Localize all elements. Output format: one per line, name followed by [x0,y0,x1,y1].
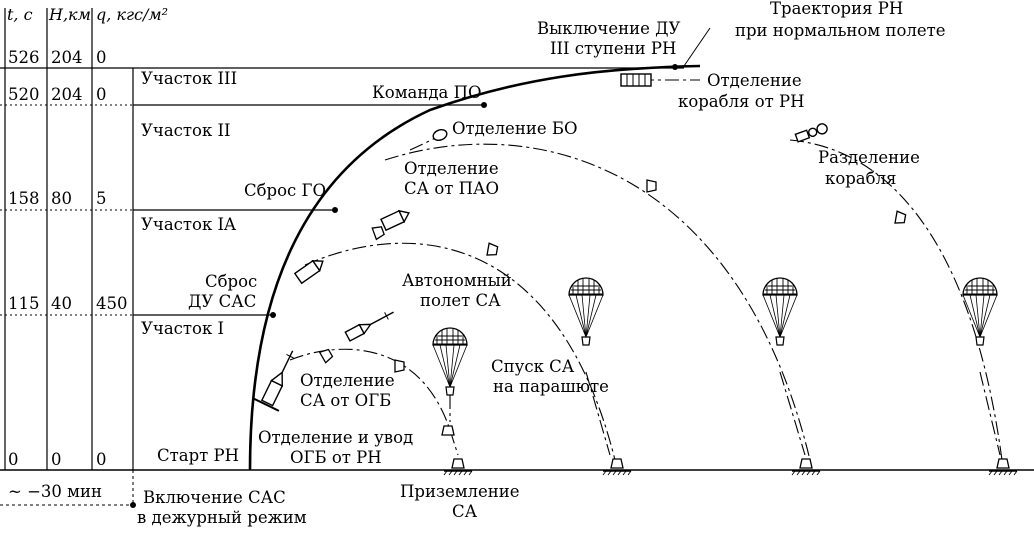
ship-split-label-2: корабля [825,169,896,188]
engine-off-label-2: III ступени РН [550,39,676,58]
q-axis-label: q, кгс/м² [96,5,168,24]
ogb-separation-label-2: ОГБ от РН [290,448,382,467]
sa-ogb-label-1: Отделение [300,371,395,390]
command-po-label: Команда ПО [372,83,482,102]
engine-off-point [672,64,678,70]
row-115-t: 115 [8,294,40,313]
descent-module-icon-1 [319,347,335,364]
ship-separation-label-2: корабля от РН [678,92,805,111]
pre-launch-time: ~ −30 мин [8,482,102,501]
orbital-module-icon [432,129,448,141]
row-526-h: 204 [51,48,83,67]
ogb-separation-label-1: Отделение и увод [258,428,413,447]
landed-capsule-icon-5 [988,458,1018,476]
autonomous-flight-label-1: Автономный [402,271,512,290]
row-158-t: 158 [8,189,40,208]
escape-tower-icon [344,311,394,342]
sa-ogb-label-2: СА от ОГБ [300,391,391,410]
parachute-descent-label-2: на парашюте [493,377,609,396]
row-158-h: 80 [51,189,72,208]
row-115-h: 40 [51,294,72,313]
sa-path-3 [384,143,811,461]
parachute-icon-3 [762,277,798,346]
sa-pao-label-2: СА от ПАО [404,179,499,198]
launch-start-label: Старт РН [157,446,239,465]
row-0-h: 0 [51,450,62,469]
trajectory-label-1: Траектория РН [770,0,903,18]
ship-stack-icon-1 [293,259,324,285]
fairing-jettison-point [332,207,338,213]
sas-standby-label-2: в дежурный режим [137,508,307,527]
ship-separation-label-1: Отделение [707,71,802,90]
row-526-t: 526 [8,48,40,67]
sas-standby-label-1: Включение САС [143,488,286,507]
section-1a-label: Участок IA [141,215,237,234]
trajectory-pointer [683,27,711,67]
autonomous-flight-label-2: полет СА [420,291,501,310]
landed-capsule-icon-4 [791,458,821,476]
t-axis-label: t, с [7,5,33,24]
sa-pao-label-1: Отделение [404,159,499,178]
parachute-descent-label-1: Спуск СА [491,357,575,376]
escape-jettison-label-1: Сброс [205,272,257,291]
row-520-t: 520 [8,85,40,104]
row-0-q: 0 [96,450,107,469]
descent-module-icon-6 [894,210,907,226]
rocket-trajectory [248,64,701,471]
escape-jettison-label-2: ДУ САС [188,292,256,311]
row-520-h: 204 [51,85,83,104]
fairing-jettison-label: Сброс ГО [244,181,326,200]
landed-capsule-icon-1 [441,425,455,436]
descent-module-icon-3 [371,224,386,240]
descent-module-icon-2 [394,359,405,373]
descent-module-icon-4 [486,242,499,258]
row-lines [0,67,684,316]
row-158-q: 5 [96,189,107,208]
section-3-label: Участок III [141,69,237,88]
row-520-q: 0 [96,85,107,104]
parachute-icon-2 [568,277,604,346]
command-po-point [481,102,487,108]
h-axis-label: H,км [48,5,91,24]
row-526-q: 0 [96,48,107,67]
rocket-with-escape-tower-icon [253,350,294,412]
bo-separation-label: Отделение БО [452,119,577,138]
trajectory-label-2: при нормальном полете [735,21,946,40]
descent-module-icon-5 [646,179,657,193]
landed-capsule-icon-2 [443,458,473,476]
ship-stack-icon-2 [380,209,410,232]
separated-ship-icon [794,123,828,143]
sa-path-4 [789,139,1003,461]
escape-jettison-point [270,312,276,318]
landed-capsule-icon-3 [602,458,632,476]
section-1-label: Участок I [141,319,224,338]
section-2-label: Участок II [141,121,231,140]
engine-off-label-1: Выключение ДУ [537,19,681,38]
row-0-t: 0 [8,450,19,469]
landing-label-1: Приземление [400,482,520,501]
parachute-icon-1 [432,327,468,396]
sa-path-2 [304,242,616,461]
row-115-q: 450 [96,294,128,313]
ship-split-label-1: Разделение [818,148,920,167]
upper-stage-icon [620,73,652,87]
axes [0,8,1034,508]
landing-label-2: СА [452,502,478,521]
